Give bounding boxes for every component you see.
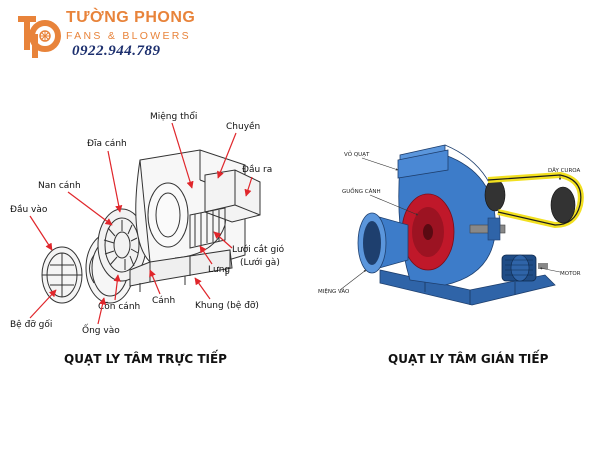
label-canh: Cánh [152,296,175,306]
brand-name: TƯỜNG PHONG [66,9,196,26]
label-nan-canh: Nan cánh [38,181,81,191]
label-day-curoa: DÂY CUROA [548,167,581,174]
brand-tagline: FANS & BLOWERS [66,30,191,42]
label-con-canh: Côn cánh [98,301,140,312]
label-guong-canh: GUỒNG CÁNH [342,186,381,195]
brand-logo [10,6,200,66]
caption-direct: QUẠT LY TÂM TRỰC TIẾP [64,352,227,366]
label-dau-vao: Đầu vào [10,204,48,215]
label-khung: Khung (bệ đỡ) [195,300,259,311]
label-lung: Lưng [208,265,230,275]
label-motor: MOTOR [560,271,581,277]
tp-logo-icon [18,16,61,58]
direct-fan-illustration [41,149,261,304]
label-luoi-ga: (Lưới gà) [240,257,280,268]
indirect-leader-lines [339,157,562,291]
brand-phone: 0922.944.789 [72,43,161,59]
caption-indirect: QUẠT LY TÂM GIÁN TIẾP [388,352,549,366]
label-mieng-vao: MIỆNG VÀO [318,287,350,295]
label-luoi-cat-gio: Lưới cắt gió [232,244,285,255]
indirect-fan-illustration [357,144,584,306]
label-mieng-thoi: Miệng thổi [150,111,197,122]
label-dau-ra: Đầu ra [242,164,272,175]
label-dia-canh: Đĩa cánh [87,139,127,149]
label-ong-vao: Ống vào [82,323,120,336]
label-vo-quat: VỎ QUẠT [344,150,370,158]
label-be-do-goi: Bệ đỡ gối [10,319,52,330]
direct-leader-arrows [29,122,253,325]
label-chuyen: Chuyền [226,121,260,132]
